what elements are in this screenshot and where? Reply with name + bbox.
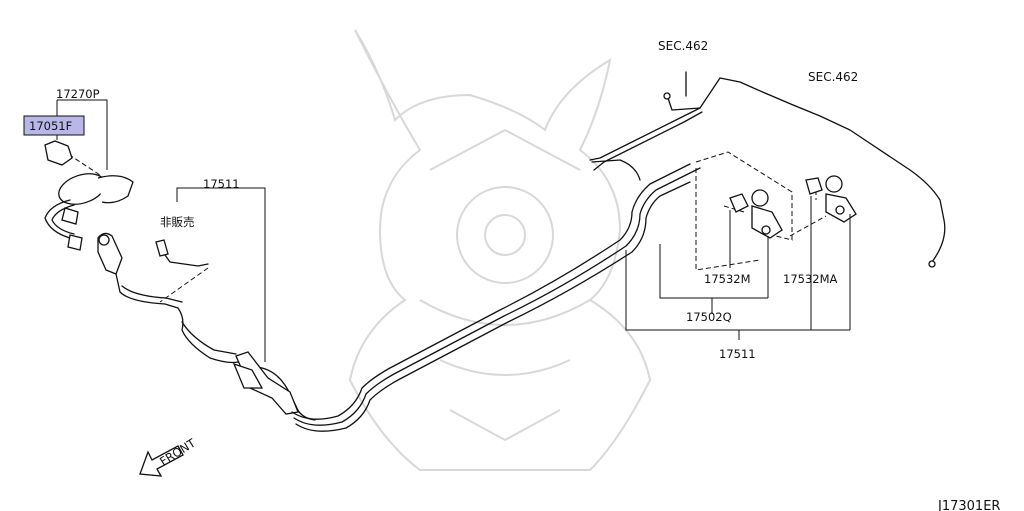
watermark-emblem [348,29,652,471]
label-not-for-sale: 非販売 [160,215,195,229]
label-17532ma: 17532MA [783,272,838,286]
label-17270p: 17270P [56,87,100,101]
label-17532m: 17532M [704,272,751,286]
label-sec-462-a[interactable]: SEC.462 [658,39,708,53]
clip-cluster [625,151,857,340]
non-sale-hose [155,187,266,362]
label-17511-left: 17511 [203,177,240,191]
clip-17532m-small [729,193,749,213]
label-17502q: 17502Q [686,310,732,324]
pipe-run [115,71,946,432]
label-17511-bottom: 17511 [719,347,756,361]
connector-17051f [44,140,73,166]
front-arrow [139,445,184,477]
label-17051f[interactable]: 17051F [29,119,72,133]
clip-17532m [751,205,783,239]
clip-17532ma-small [805,177,823,195]
canister-assembly [44,99,134,275]
label-front: FRONT [157,435,199,468]
diagram-ref-code: J17301ER [937,499,1000,511]
highlight-17051f[interactable] [23,115,85,136]
label-sec-462-b[interactable]: SEC.462 [808,70,858,84]
pipe-clip [235,351,299,415]
